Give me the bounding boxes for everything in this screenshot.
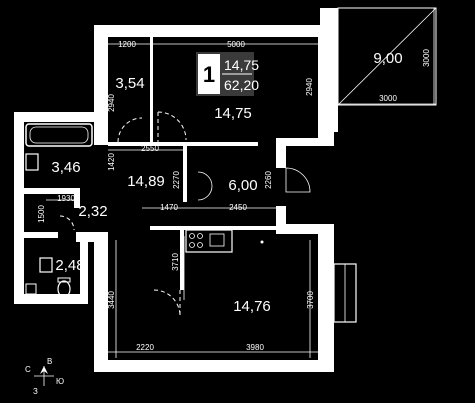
fixtures (25, 123, 357, 323)
summary-badge: 1 14,75 62,20 (196, 52, 259, 96)
dimension-lines (46, 43, 318, 358)
room-terrace-area: 9,00 (373, 50, 402, 67)
bathtub-inner (29, 126, 89, 144)
badge-rooms-box (198, 54, 220, 94)
dimension-labels: 1200 5000 3000 3000 2940 2940 2550 1420 … (37, 40, 431, 352)
kitchen-counter (185, 229, 233, 253)
door-corridor (59, 215, 75, 231)
dim-top-left: 1200 (118, 40, 136, 49)
toilet-tank (57, 277, 71, 283)
dim-bedroom-height: 2940 (305, 78, 314, 96)
wall-bedroom-right (318, 25, 334, 145)
dim-hall-width: 2550 (141, 144, 159, 153)
outer-walls (14, 25, 338, 372)
door-closet (117, 117, 143, 143)
dim-bottom-right: 3980 (246, 343, 264, 352)
wall-entry-right (276, 138, 286, 168)
door-kitchen (153, 289, 181, 317)
wall-bath-bottom (14, 294, 84, 304)
wall-left-lower (94, 232, 108, 372)
room-closet-area: 3,54 (115, 75, 144, 92)
badge-rooms-count: 1 (203, 62, 215, 87)
dim-right-height: 3700 (306, 291, 315, 309)
stove-burner (197, 242, 203, 248)
stove-burner (189, 242, 195, 248)
dim-entry-width-left: 1470 (160, 203, 178, 212)
terrace-frame (337, 7, 437, 106)
room-labels: 9,00 3,54 14,75 3,46 14,89 6,00 2,32 2,4… (51, 50, 402, 315)
room-bedroom-area: 14,75 (214, 105, 252, 122)
partition-bedroom-bottom (108, 142, 258, 146)
dim-terrace-height: 3000 (422, 49, 431, 67)
partition-kitchen-left (180, 230, 184, 290)
wall-right-kitchen (318, 224, 334, 370)
wc-sink (39, 257, 53, 273)
compass: В С Ю З (25, 357, 64, 396)
partition-closet (150, 37, 153, 145)
badge-total-area: 62,20 (224, 77, 259, 93)
wall-step-top (276, 138, 334, 146)
wall-corridor-left (74, 188, 80, 208)
door-front (285, 167, 311, 193)
kitchen-tap (260, 240, 264, 244)
boiler (25, 283, 37, 295)
partitions (108, 37, 276, 290)
dim-kitchen-inner-height: 3710 (171, 253, 180, 271)
stove-burner (197, 233, 203, 239)
dim-left-height: 3440 (107, 291, 116, 309)
wall-entry-right-lower (276, 206, 286, 232)
dim-hall-height-left: 1420 (107, 153, 116, 171)
dim-bottom-left: 2220 (136, 343, 154, 352)
wall-step-kitchen (276, 224, 334, 234)
room-bathroom-area: 3,46 (51, 159, 80, 176)
wall-wc-right (76, 232, 108, 242)
partition-hall-entry (183, 146, 187, 202)
bathtub (25, 123, 93, 147)
compass-west-label: С (25, 365, 31, 374)
room-hallway-area: 14,89 (127, 173, 165, 190)
room-entry-area: 6,00 (228, 177, 257, 194)
wall-bottom (94, 360, 334, 372)
bath-sink (25, 153, 39, 171)
toilet (57, 280, 71, 298)
room-kitchen-living-area: 14,76 (233, 298, 271, 315)
dim-hall-height-mid: 2270 (172, 171, 181, 189)
door-bedroom (157, 111, 187, 141)
dim-entry-height: 2260 (264, 171, 273, 189)
dim-terrace-width: 3000 (379, 94, 397, 103)
compass-north-label: В (47, 357, 52, 366)
dim-entry-width-right: 2450 (229, 203, 247, 212)
badge-living-area: 14,75 (224, 57, 259, 73)
partition-kitchen-top (150, 226, 276, 230)
dim-closet-height: 2940 (107, 94, 116, 112)
wall-wc-divider (14, 232, 58, 238)
stove-burner (189, 233, 195, 239)
wall-bath-left (14, 112, 24, 304)
wall-top (94, 25, 338, 37)
terrace-diagonal (337, 7, 437, 106)
door-entry-inner (197, 171, 213, 201)
wall-bath-divider (14, 188, 74, 194)
dim-corridor-height: 1500 (37, 205, 46, 223)
room-wc-area: 2,48 (55, 257, 84, 274)
wall-left-upper (94, 25, 108, 145)
dim-top-main: 5000 (227, 40, 245, 49)
compass-east-label: Ю (56, 377, 64, 386)
doors (59, 111, 311, 317)
dim-corridor-width: 1930 (57, 194, 75, 203)
kitchen-sink (209, 233, 225, 247)
wall-wc-side (80, 232, 88, 304)
wall-bath-top (14, 112, 108, 122)
room-corridor-area: 2,32 (78, 203, 107, 220)
compass-south-label: З (33, 387, 38, 396)
